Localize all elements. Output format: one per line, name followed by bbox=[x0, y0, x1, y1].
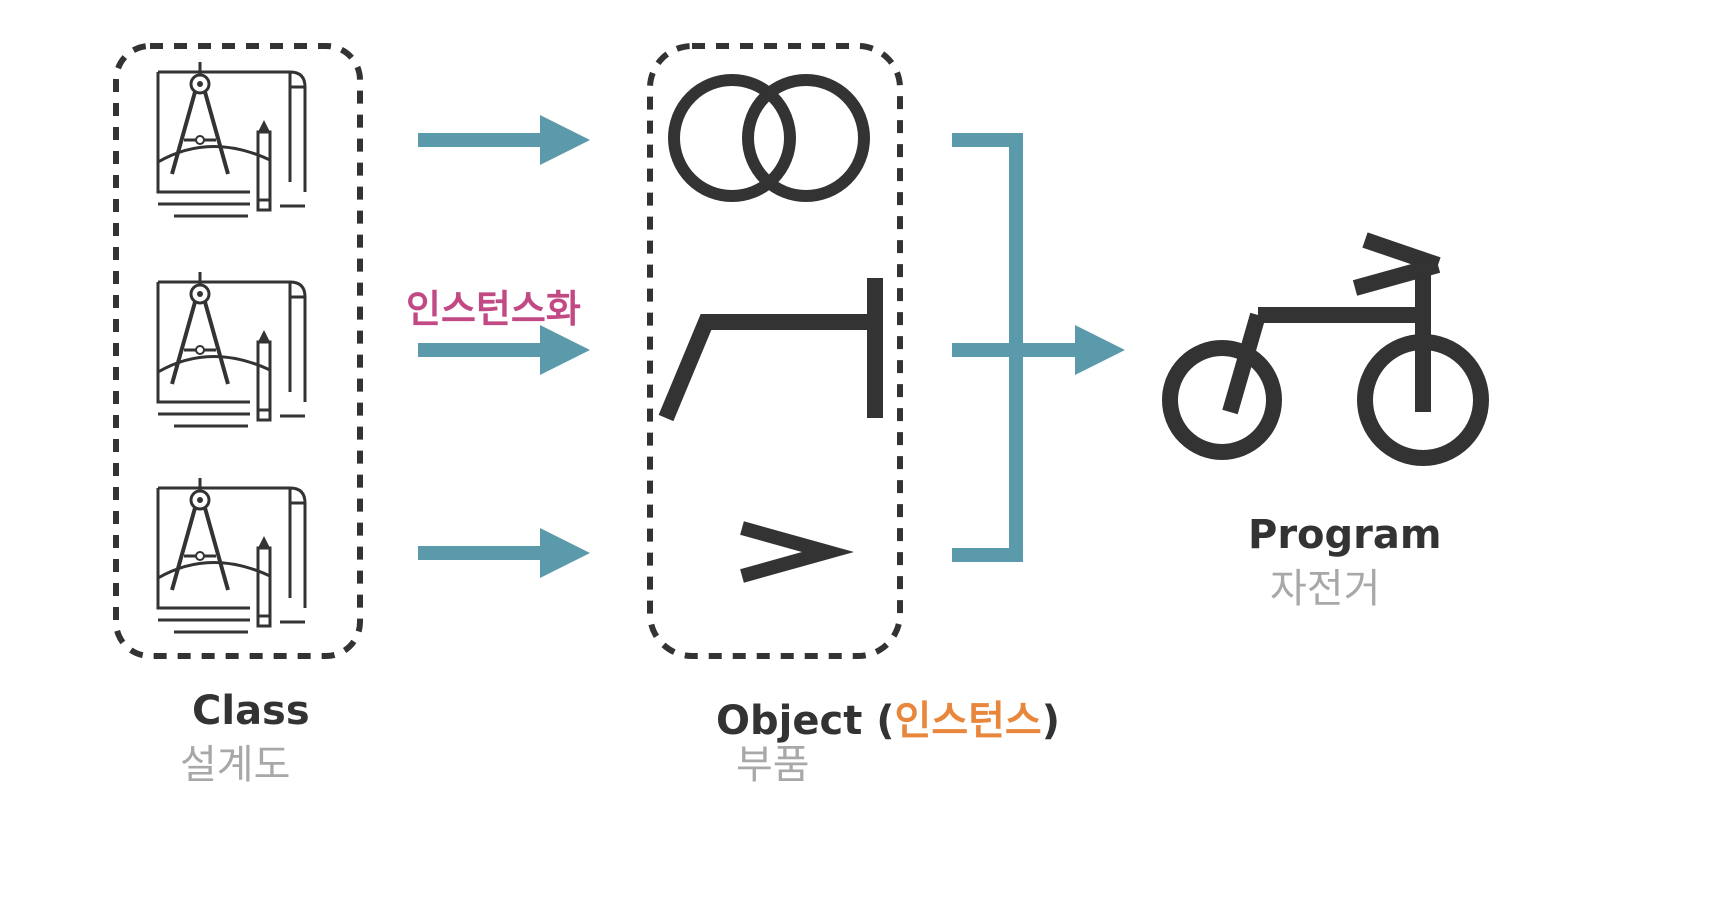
instantiate-arrow bbox=[418, 115, 590, 165]
object-title-main: Object bbox=[716, 698, 863, 744]
program-title: Program bbox=[1248, 512, 1442, 558]
object-group-frame bbox=[647, 43, 903, 659]
assemble-bracket-arrow bbox=[952, 133, 1125, 562]
object-title-paren-open: ( bbox=[876, 698, 895, 744]
object-title-paren-close: ) bbox=[1041, 698, 1061, 744]
object-subtitle: 부품 bbox=[736, 742, 810, 788]
handlebar-part-icon bbox=[740, 521, 855, 583]
program-subtitle: 자전거 bbox=[1270, 566, 1381, 612]
wheels-part-icon bbox=[668, 74, 870, 202]
instantiate-label: 인스턴스화 bbox=[406, 287, 581, 331]
class-group-frame bbox=[113, 43, 363, 659]
class-subtitle: 설계도 bbox=[180, 742, 291, 788]
frame-part-icon bbox=[658, 278, 883, 422]
object-title: Object (인스턴스) bbox=[716, 688, 1060, 746]
bicycle-icon bbox=[1162, 232, 1489, 466]
blueprint-icon bbox=[156, 60, 307, 218]
object-title-note: 인스턴스 bbox=[894, 698, 1042, 744]
instantiate-arrow bbox=[418, 325, 590, 375]
class-title: Class bbox=[192, 688, 310, 734]
blueprint-icon bbox=[156, 476, 307, 634]
instantiate-arrow bbox=[418, 528, 590, 578]
blueprint-icon bbox=[156, 270, 307, 428]
